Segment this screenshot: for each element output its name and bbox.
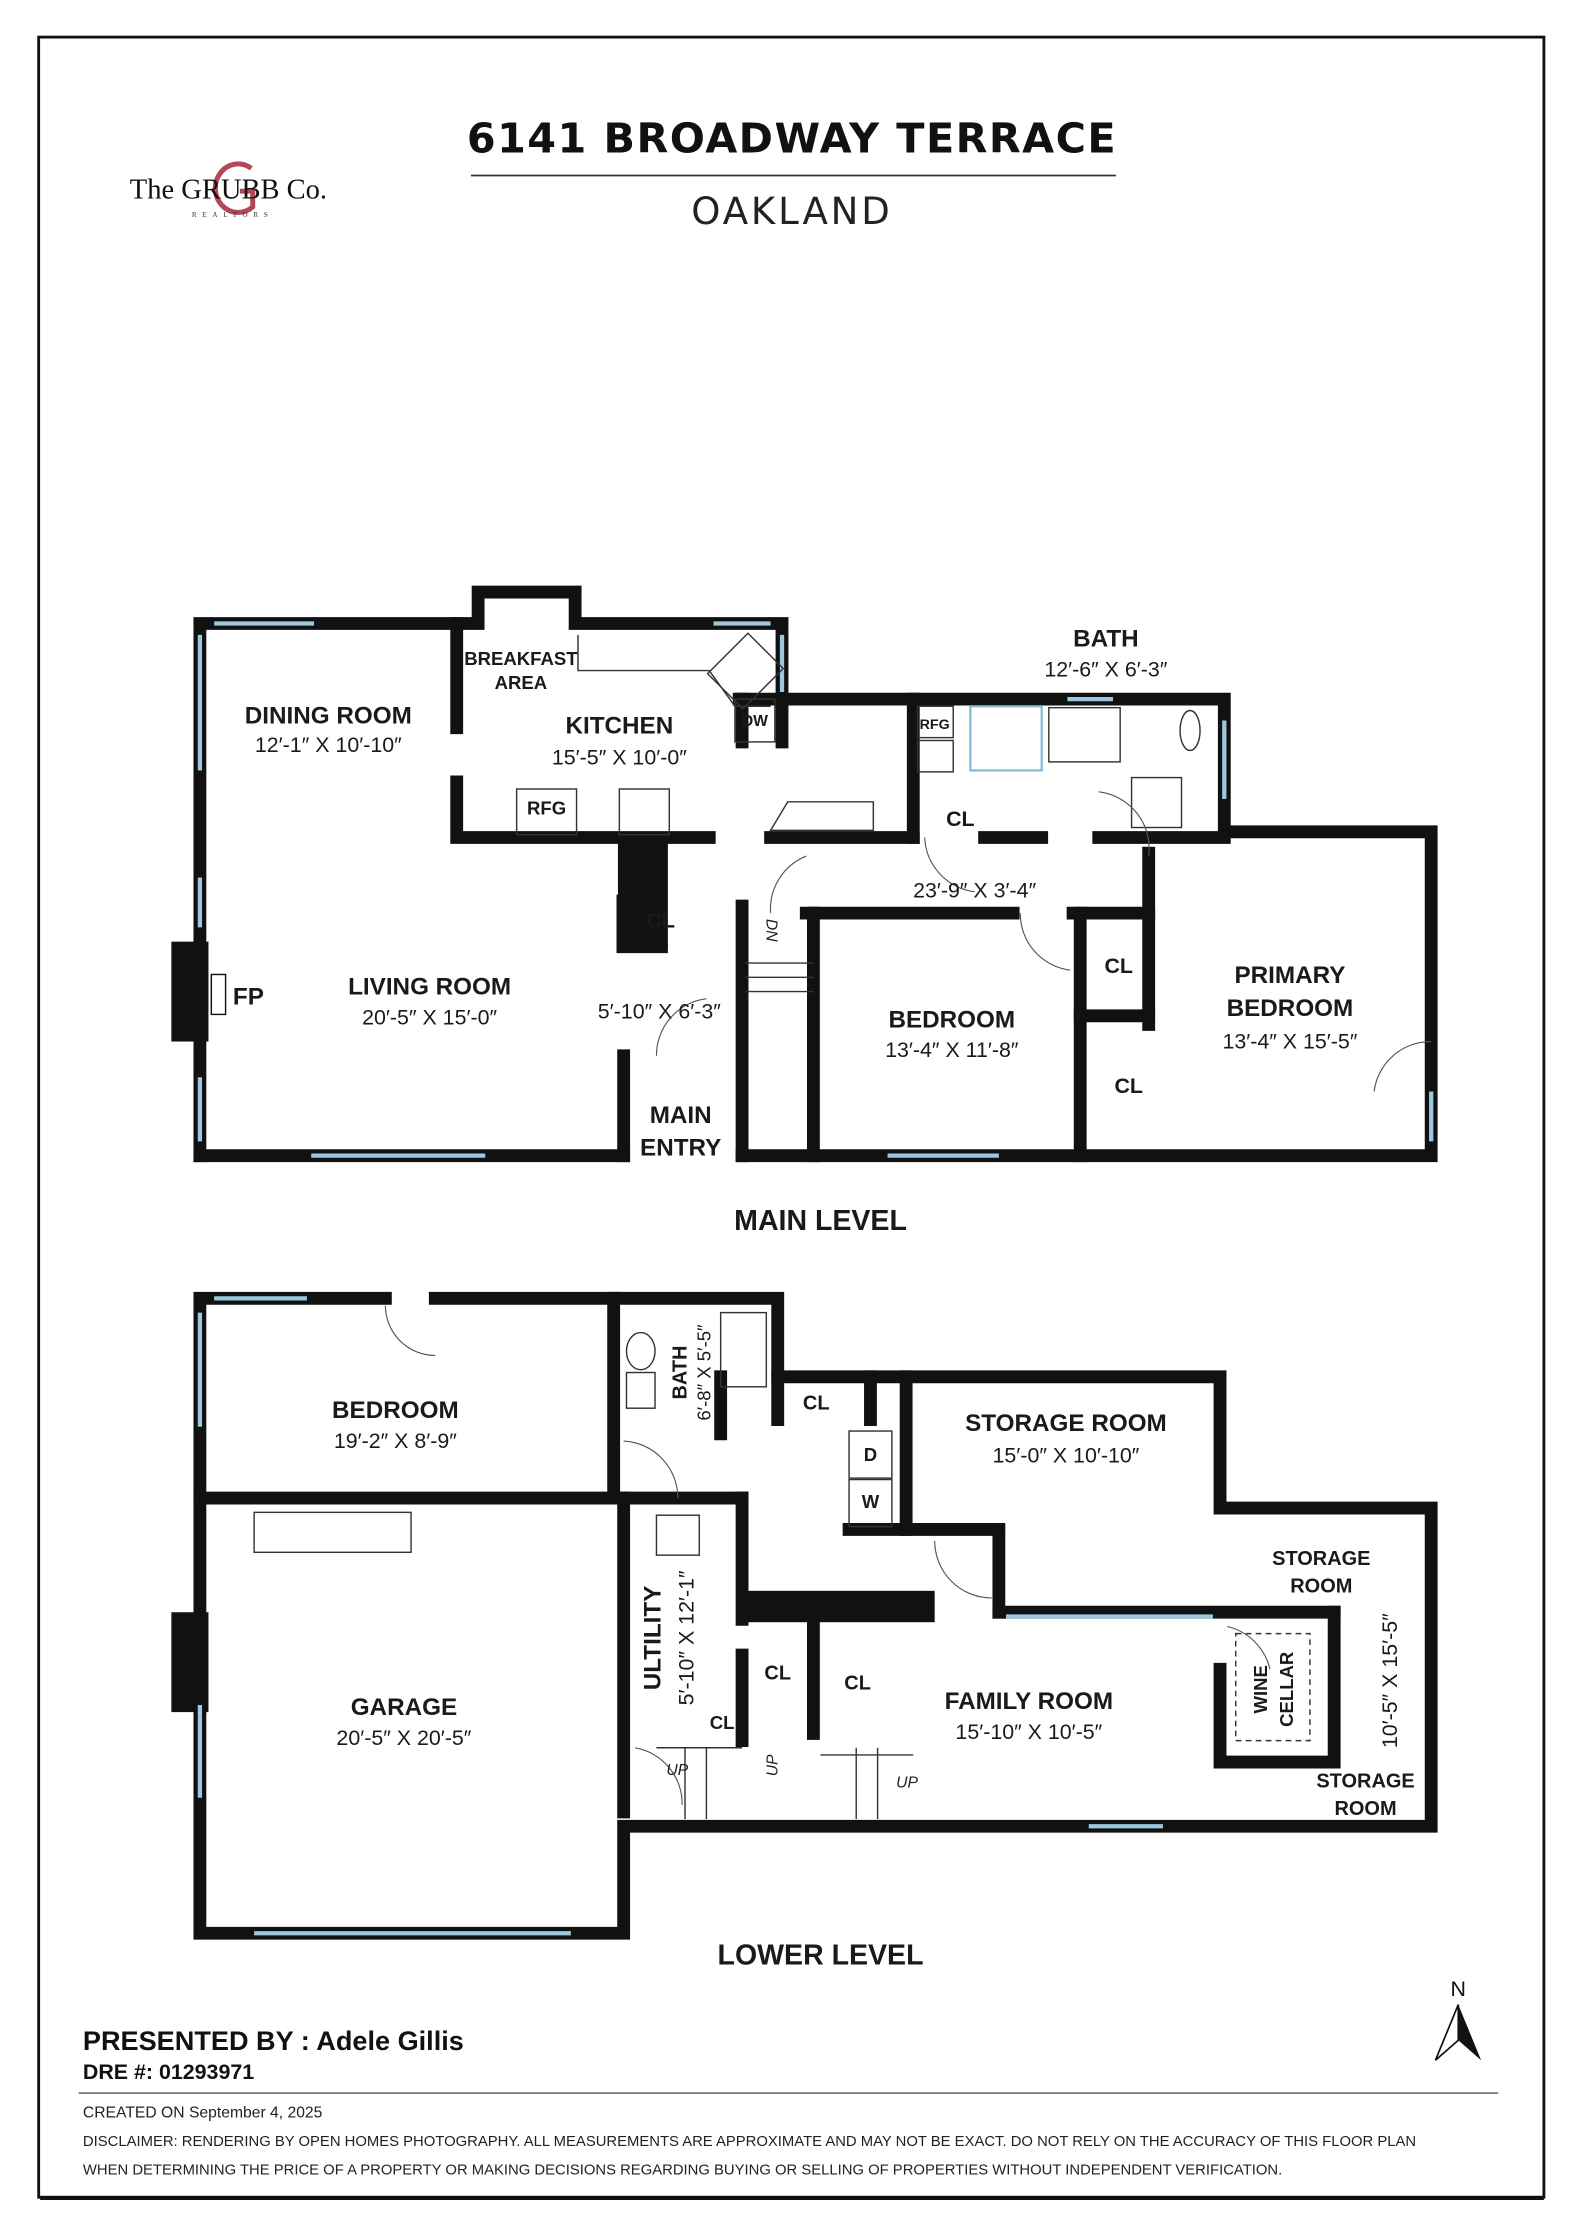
main-level-plan (171, 585, 1438, 1163)
fireplace-label: FP (233, 983, 264, 1010)
room-primary-bedroom: PRIMARY (1234, 962, 1345, 989)
room-bedroom: BEDROOM (888, 1006, 1015, 1033)
room-storage-room: STORAGE ROOM (965, 1410, 1167, 1437)
room-primary-bedroom-line2: BEDROOM (1227, 995, 1354, 1022)
room-main-entry: MAIN (650, 1102, 712, 1129)
room-utility: ULTILITY (640, 1586, 667, 1691)
closet-label: CL (764, 1662, 791, 1684)
dre-number: DRE #: 01293971 (83, 2060, 254, 2084)
room-dims: 13′-4″ X 11′-8″ (885, 1038, 1019, 1062)
room-storage-room-side: STORAGE (1272, 1548, 1370, 1570)
room-dining-room: DINING ROOM (245, 702, 412, 729)
closet-label: CL (803, 1393, 830, 1415)
room-breakfast-area: BREAKFAST (464, 648, 578, 669)
room-dims: 5′-10″ X 6′-3″ (598, 1000, 721, 1024)
logo-subtext: REALTORS (192, 211, 274, 219)
north-arrow-icon: N (1434, 1977, 1482, 2061)
page-border (37, 35, 1546, 2199)
disclaimer-line-2: WHEN DETERMINING THE PRICE OF A PROPERTY… (83, 2162, 1282, 2178)
company-logo: The GRUBB Co. REALTORS (130, 161, 327, 219)
closet-label: CL (646, 908, 675, 932)
created-date: CREATED ON September 4, 2025 (83, 2104, 323, 2121)
main-level-label: MAIN LEVEL (734, 1205, 907, 1237)
room-garage: GARAGE (351, 1694, 457, 1721)
room-dims: 13′-4″ X 15′-5″ (1222, 1030, 1357, 1054)
lower-level-label: LOWER LEVEL (718, 1940, 924, 1972)
room-dims: 12′-1″ X 10′-10″ (255, 733, 402, 757)
presented-by: PRESENTED BY : Adele Gillis (83, 2025, 464, 2056)
room-dims: 15′-5″ X 10′-0″ (552, 746, 687, 770)
room-dims: 15′-10″ X 10′-5″ (955, 1720, 1102, 1744)
property-title: 6141 BROADWAY TERRACE (467, 115, 1117, 163)
room-storage-room-side-line2: ROOM (1290, 1575, 1352, 1597)
room-bedroom-lower: BEDROOM (332, 1397, 459, 1424)
room-dims: 20′-5″ X 20′-5″ (336, 1726, 471, 1750)
room-kitchen: KITCHEN (565, 712, 673, 739)
compass-label: N (1451, 1977, 1466, 2001)
closet-label: CL (844, 1672, 871, 1694)
logo-text: The GRUBB Co. (130, 174, 327, 205)
stairs-up-label: UP (896, 1775, 918, 1792)
room-breakfast-area-line2: AREA (495, 672, 548, 693)
room-family-room: FAMILY ROOM (945, 1688, 1113, 1715)
room-dims: 6′-8″ X 5′-5″ (694, 1324, 715, 1421)
room-dims: 19′-2″ X 8′-9″ (334, 1429, 457, 1453)
stairs-up-label: UP (666, 1762, 688, 1779)
closet-label: CL (1104, 954, 1133, 978)
room-storage-room-bottom: STORAGE (1316, 1771, 1414, 1793)
room-wine-cellar-line2: CELLAR (1276, 1652, 1297, 1727)
dishwasher-label: DW (742, 713, 768, 730)
room-bath-lower: BATH (669, 1346, 691, 1400)
room-storage-room-bottom-line2: ROOM (1334, 1798, 1396, 1820)
closet-label: CL (710, 1712, 735, 1733)
refrigerator-label: RFG (920, 717, 950, 733)
room-wine-cellar: WINE (1250, 1665, 1271, 1713)
disclaimer-line-1: DISCLAIMER: RENDERING BY OPEN HOMES PHOT… (83, 2134, 1416, 2150)
washer-label: W (862, 1491, 880, 1512)
room-bath: BATH (1073, 625, 1139, 652)
room-dims: 15′-0″ X 10′-10″ (993, 1443, 1140, 1467)
room-main-entry-line2: ENTRY (640, 1135, 721, 1162)
property-city: OAKLAND (691, 190, 892, 233)
stairs-down-label: DN (762, 919, 779, 942)
lower-level-plan (171, 1291, 1438, 1940)
closet-label: CL (1114, 1074, 1143, 1098)
hallway-dims: 23′-9″ X 3′-4″ (913, 878, 1036, 902)
room-dims: 10′-5″ X 15′-5″ (1378, 1613, 1402, 1748)
room-living-room: LIVING ROOM (348, 973, 511, 1000)
refrigerator-label: RFG (527, 798, 566, 819)
closet-label: CL (946, 807, 975, 831)
room-dims: 5′-10″ X 12′-1″ (675, 1570, 699, 1705)
room-dims: 12′-6″ X 6′-3″ (1044, 657, 1167, 681)
room-dims: 20′-5″ X 15′-0″ (362, 1005, 497, 1029)
stairs-up-label: UP (765, 1754, 782, 1776)
logo-g-mark-icon (212, 161, 256, 215)
dryer-label: D (864, 1444, 877, 1465)
